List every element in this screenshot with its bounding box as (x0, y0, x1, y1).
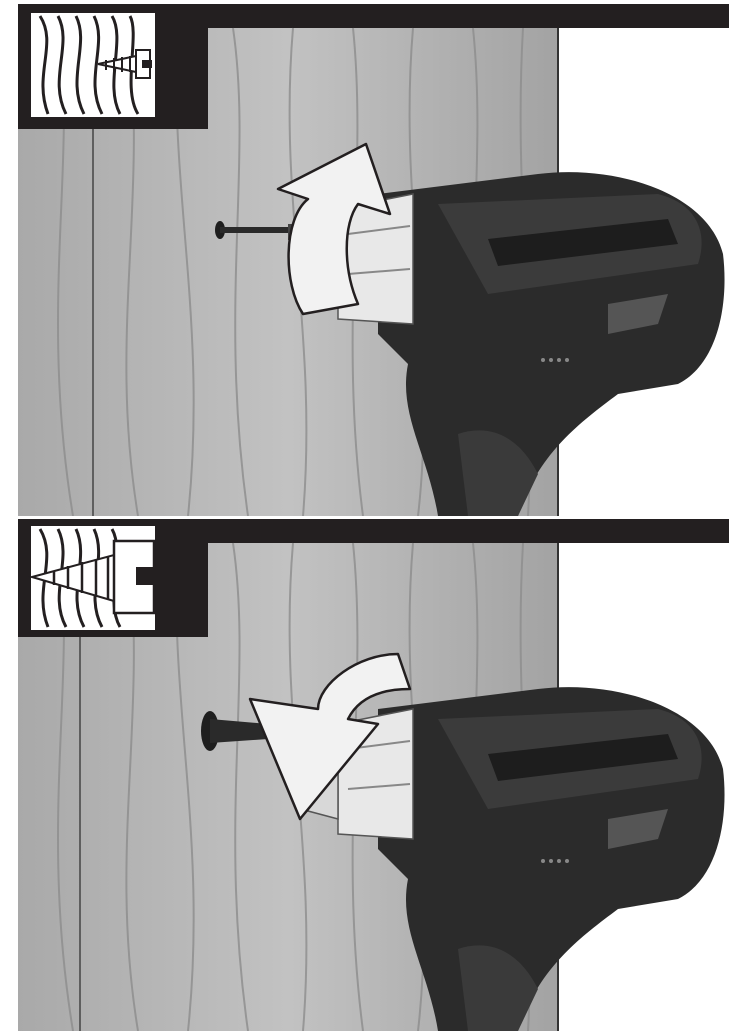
step-panel-drive (18, 519, 729, 1031)
drill-illustration-tighten (18, 4, 729, 516)
drill-illustration-drive (18, 519, 729, 1031)
step-panel-tighten (18, 4, 729, 516)
